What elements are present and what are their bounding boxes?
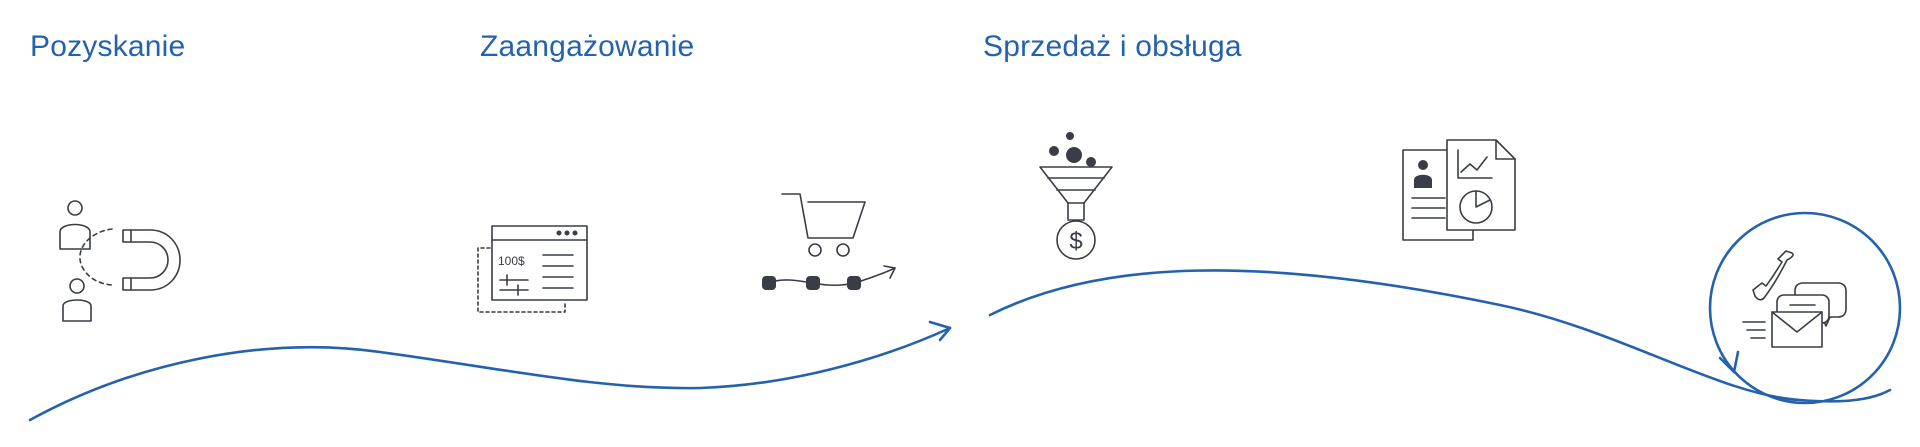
stage-label-pozyskanie: Pozyskanie <box>30 30 186 63</box>
journey-curve-sales <box>988 269 1892 403</box>
journey-curve-acquisition <box>28 326 952 422</box>
customer-service-icon <box>1742 250 1847 348</box>
sales-funnel-icon: $ <box>1039 132 1113 260</box>
people-magnet-icon <box>59 200 181 322</box>
service-circle <box>1708 211 1902 405</box>
shopping-cart-journey-icon <box>762 193 896 290</box>
form-price-text: 100$ <box>498 254 525 268</box>
reports-icon <box>1402 139 1516 241</box>
journey-arrowhead-1 <box>928 320 952 342</box>
dollar-sign-text: $ <box>1069 228 1082 255</box>
stage-label-sprzedaz: Sprzedaż i obsługa <box>983 30 1242 63</box>
journey-arrowhead-2 <box>1718 350 1740 374</box>
stage-label-zaangazowanie: Zaangażowanie <box>480 30 695 63</box>
web-form-icon: 100$ <box>477 225 588 313</box>
